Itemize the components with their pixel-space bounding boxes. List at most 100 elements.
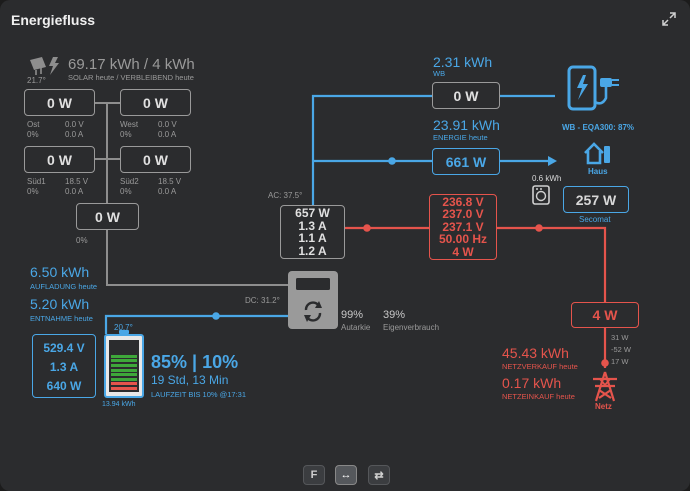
grid-sell-value: 45.43 kWh <box>502 345 569 361</box>
solar-string-pct: 0% <box>27 187 39 196</box>
flow-dot <box>363 224 371 232</box>
battery-icon <box>104 330 144 398</box>
grid-ac-power: 4 W <box>452 244 474 259</box>
solar-string-sued1-box[interactable]: 0 W <box>24 146 95 173</box>
solar-string-pct: 0% <box>120 187 132 196</box>
grid-phase-l3: 17 W <box>611 357 629 366</box>
solar-string-voltage: 18.5 V <box>158 177 182 186</box>
battery-discharge-label: ENTNAHME heute <box>30 314 93 323</box>
house-arrow <box>548 156 557 166</box>
solar-string-pct: 0% <box>27 130 39 139</box>
inverter-icon <box>288 271 338 329</box>
house-energy: 23.91 kWh <box>433 117 500 133</box>
card-title: Energiefluss <box>11 12 96 28</box>
solar-string-name: West <box>120 120 139 129</box>
battery-runtime: 19 Std, 13 Min <box>151 373 229 387</box>
solar-string-current: 0.0 A <box>65 130 84 139</box>
grid-frequency: 50.00 Hz <box>438 232 488 247</box>
solar-string-sued2-box[interactable]: 0 W <box>120 146 191 173</box>
house-icon <box>584 142 610 165</box>
eigenverbrauch-value: 39% <box>383 309 406 321</box>
house-power-box[interactable]: 661 W <box>432 148 500 175</box>
mode-button-flow[interactable]: ↔ <box>335 465 357 485</box>
solar-panel-icon <box>30 57 59 75</box>
house-name: Haus <box>588 167 608 176</box>
battery-segment <box>111 387 137 390</box>
battery-voltage: 529.4 V <box>43 341 85 355</box>
solar-string-current: 0.0 A <box>158 187 177 196</box>
secomat-power-box[interactable]: 257 W <box>563 186 629 213</box>
mode-button-swap[interactable]: ⇄ <box>368 465 390 485</box>
battery-temp: 20.7° <box>114 323 133 332</box>
grid-power-box[interactable]: 4 W <box>571 302 639 328</box>
power-tower-icon <box>593 371 617 402</box>
battery-segment <box>111 364 137 367</box>
solar-string-voltage: 0.0 V <box>65 120 84 129</box>
flow-dot <box>388 157 396 165</box>
solar-string-voltage: 18.5 V <box>65 177 89 186</box>
grid-buy-value: 0.17 kWh <box>502 375 562 391</box>
battery-charge-label: AUFLADUNG heute <box>30 282 98 291</box>
solar-string-west-box[interactable]: 0 W <box>120 89 191 116</box>
solar-temp: 21.7° <box>27 76 46 85</box>
battery-level-fill <box>111 351 137 390</box>
battery-current: 1.3 A <box>49 360 79 374</box>
solar-total: 69.17 kWh / 4 kWh <box>68 56 195 73</box>
autarkie-value: 99% <box>341 309 364 321</box>
expand-icon[interactable] <box>662 12 676 26</box>
solar-subtitle: SOLAR heute / VERBLEIBEND heute <box>68 73 194 82</box>
wallbox-label: WB <box>433 69 446 78</box>
battery-segment <box>111 377 137 381</box>
grid-phase-l2: -52 W <box>611 345 632 354</box>
blue-lines <box>104 94 555 334</box>
solar-string-name: Ost <box>27 120 40 129</box>
grid-ac-box[interactable]: 236.8 V 237.0 V 237.1 V 50.00 Hz 4 W <box>429 194 497 260</box>
battery-terminal <box>119 330 129 334</box>
battery-charge-value: 6.50 kWh <box>30 264 90 280</box>
battery-segment <box>111 354 137 358</box>
autarkie-label: Autarkie <box>341 323 371 332</box>
inverter-current-l3: 1.2 A <box>298 243 327 258</box>
battery-discharge-value: 5.20 kWh <box>30 296 90 312</box>
dryer-icon <box>532 185 550 205</box>
eigenverbrauch-label: Eigenverbrauch <box>383 323 440 332</box>
house-energy-label: ENERGIE heute <box>433 133 488 142</box>
inverter-ac-label: AC: 37.5° <box>268 191 303 200</box>
solar-string-ost-box[interactable]: 0 W <box>24 89 95 116</box>
wallbox-energy: 2.31 kWh <box>433 54 493 70</box>
ev-charger-icon <box>567 65 619 111</box>
battery-values-box[interactable]: 529.4 V 1.3 A 640 W <box>32 334 96 398</box>
grid-phase-l1: 31 W <box>611 333 629 342</box>
grey-solar-lines <box>76 102 288 286</box>
inverter-current-l2: 1.1 A <box>298 231 327 245</box>
grid-voltage-l2: 237.0 V <box>442 207 484 222</box>
secomat-name: Secomat <box>579 215 611 224</box>
solar-string-name: Süd1 <box>27 177 46 186</box>
solar-string-current: 0.0 A <box>65 187 84 196</box>
battery-segment <box>111 382 137 386</box>
grid-name: Netz <box>595 402 612 411</box>
solar-combined-box[interactable]: 0 W <box>76 203 139 230</box>
battery-power: 640 W <box>46 379 82 393</box>
inverter-dc-label: DC: 31.2° <box>245 296 280 305</box>
solar-string-pct: 0% <box>120 130 132 139</box>
grid-voltage-l1: 236.8 V <box>442 195 484 209</box>
battery-segment <box>111 368 137 372</box>
flow-dot <box>212 312 220 320</box>
battery-segment <box>111 359 137 363</box>
inverter-current-l1: 1.3 A <box>298 218 327 233</box>
inverter-power: 657 W <box>295 206 330 220</box>
battery-capacity: 13.94 kWh <box>102 401 136 408</box>
grid-buy-label: NETZEINKAUF heute <box>502 392 575 401</box>
grid-sell-label: NETZVERKAUF heute <box>502 362 578 371</box>
wallbox-name: WB - EQA300: 87% <box>562 123 635 132</box>
flow-dot <box>601 359 609 367</box>
inverter-ac-box[interactable]: 657 W 1.3 A 1.1 A 1.2 A <box>280 205 345 259</box>
flow-dot <box>535 224 543 232</box>
battery-soc: 85% | 10% <box>151 352 239 372</box>
battery-runtime-label: LAUFZEIT BIS 10% @17:31 <box>151 390 247 399</box>
wallbox-power-box[interactable]: 0 W <box>432 82 500 109</box>
mode-button-f[interactable]: F <box>303 465 325 485</box>
